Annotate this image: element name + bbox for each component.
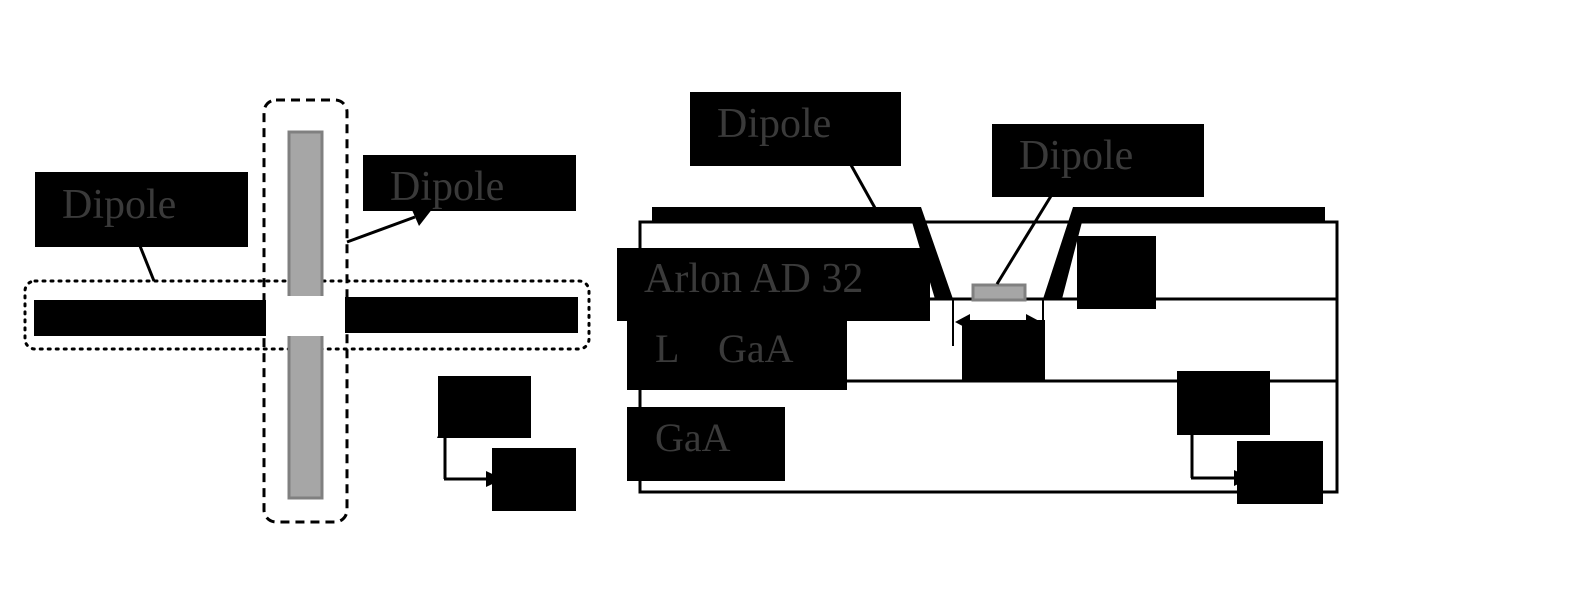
horizontal-dipole-right-arm <box>345 297 578 333</box>
label-dipole-left: Dipole <box>62 182 176 228</box>
axis-label-box-x-right <box>1237 441 1323 504</box>
label-box-substrate <box>617 248 930 321</box>
label-box-middle-layer <box>627 320 847 390</box>
label-substrate: Arlon AD 32 <box>644 256 863 302</box>
label-box-right-side <box>1077 236 1156 309</box>
label-dipole-right: Dipole <box>390 164 504 210</box>
horizontal-dipole-left-arm <box>34 300 266 336</box>
vertical-dipole-bottom-arm <box>287 330 324 500</box>
label-box-left <box>35 172 248 247</box>
center-gap <box>266 296 345 336</box>
label-bottom-layer: GaA <box>655 415 731 460</box>
label-dipole-top-right: Dipole <box>1019 133 1133 179</box>
label-box-bottom-layer <box>627 407 785 481</box>
label-box-right <box>363 155 576 211</box>
label-box-top-left <box>690 92 901 166</box>
leader-line-right <box>346 215 416 244</box>
label-middle-layer: L GaA <box>655 326 794 371</box>
label-box-top-right <box>992 124 1204 197</box>
leader-line-top-right <box>995 195 1053 285</box>
leader-line-left <box>138 245 156 282</box>
axis-label-box-x <box>492 448 576 511</box>
axis-label-box-y <box>438 376 531 438</box>
label-dipole-top-left: Dipole <box>717 101 831 147</box>
label-box-gap-width <box>962 320 1045 381</box>
cross-section: Dipole Dipole Arlon AD 32 L GaA GaA <box>617 92 1339 504</box>
axis-label-box-y-right <box>1177 371 1270 435</box>
top-view: Dipole Dipole <box>23 98 591 524</box>
electrode-right <box>1043 207 1325 299</box>
gap-element <box>971 283 1027 302</box>
electrode-left <box>652 207 953 299</box>
leader-line-top-left <box>849 164 877 209</box>
vertical-dipole-top-arm <box>287 130 324 302</box>
leader-arrowhead-right <box>412 208 433 226</box>
